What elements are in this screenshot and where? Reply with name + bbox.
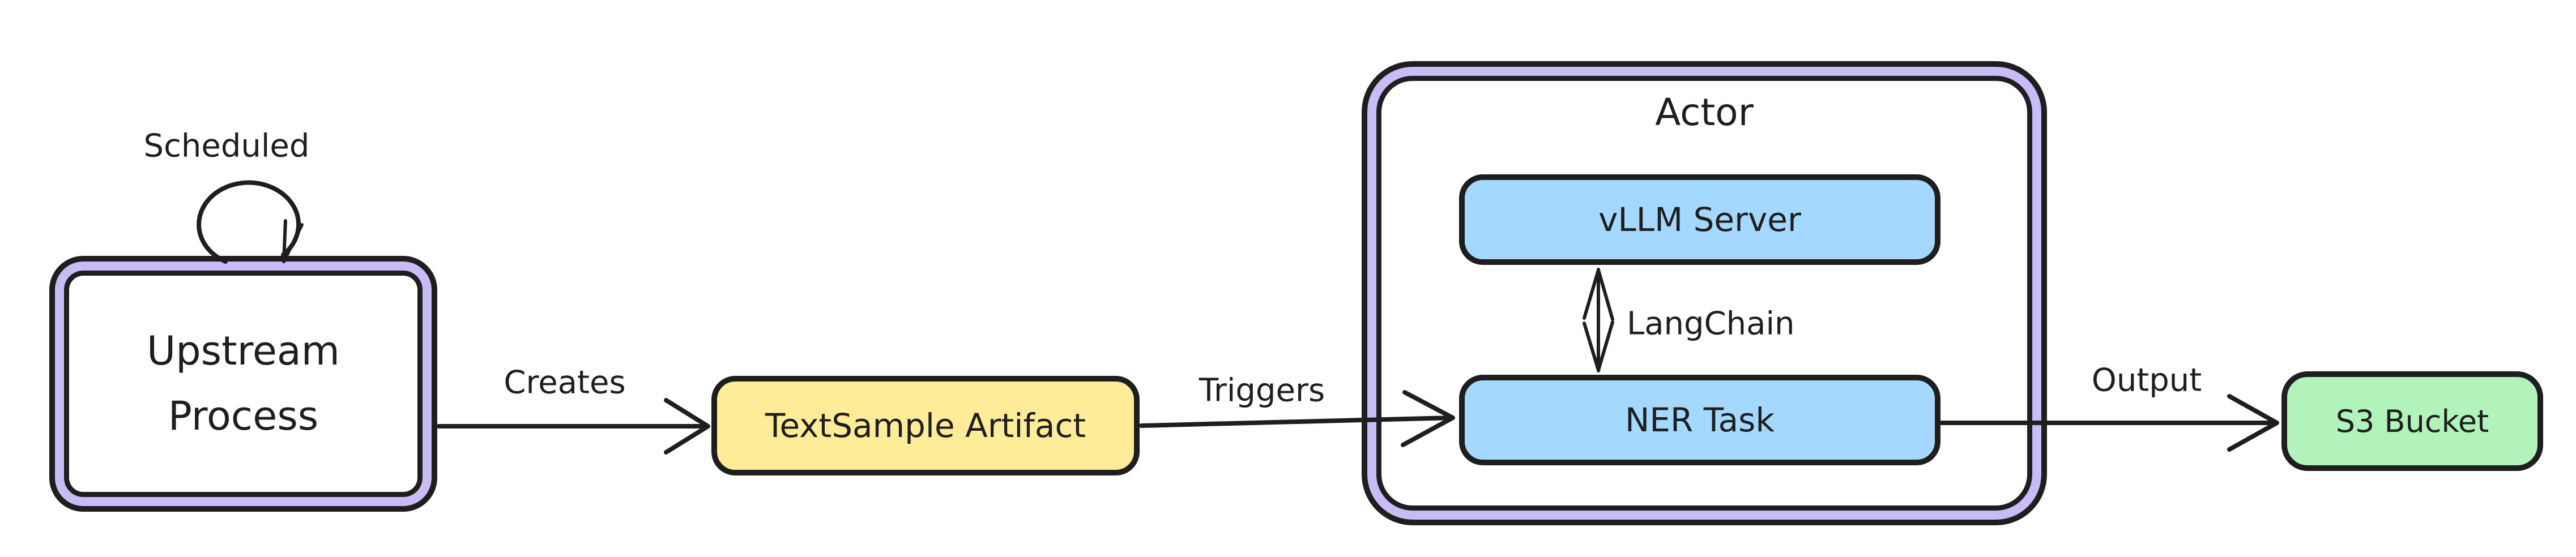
- output-edge-label: Output: [2091, 362, 2202, 399]
- triggers-edge-label: Triggers: [1199, 372, 1325, 409]
- s3-bucket-node: S3 Bucket: [2281, 371, 2543, 471]
- ner-task-node: NER Task: [1459, 375, 1940, 465]
- scheduled-edge-label: Scheduled: [143, 127, 310, 165]
- creates-arrow: [437, 398, 710, 455]
- upstream-process-node: Upstream Process: [49, 256, 437, 512]
- upstream-process-label: Upstream Process: [147, 327, 340, 440]
- langchain-edge-label: LangChain: [1627, 305, 1795, 342]
- scheduled-loop-arrow: [197, 180, 304, 264]
- vllm-server-node: vLLM Server: [1459, 174, 1940, 265]
- textsample-artifact-node: TextSample Artifact: [711, 376, 1140, 475]
- vllm-server-label: vLLM Server: [1598, 200, 1801, 239]
- s3-bucket-label: S3 Bucket: [2335, 403, 2489, 439]
- textsample-artifact-label: TextSample Artifact: [765, 406, 1086, 445]
- actor-title: Actor: [1655, 91, 1754, 134]
- creates-edge-label: Creates: [504, 364, 626, 401]
- ner-task-label: NER Task: [1625, 401, 1775, 439]
